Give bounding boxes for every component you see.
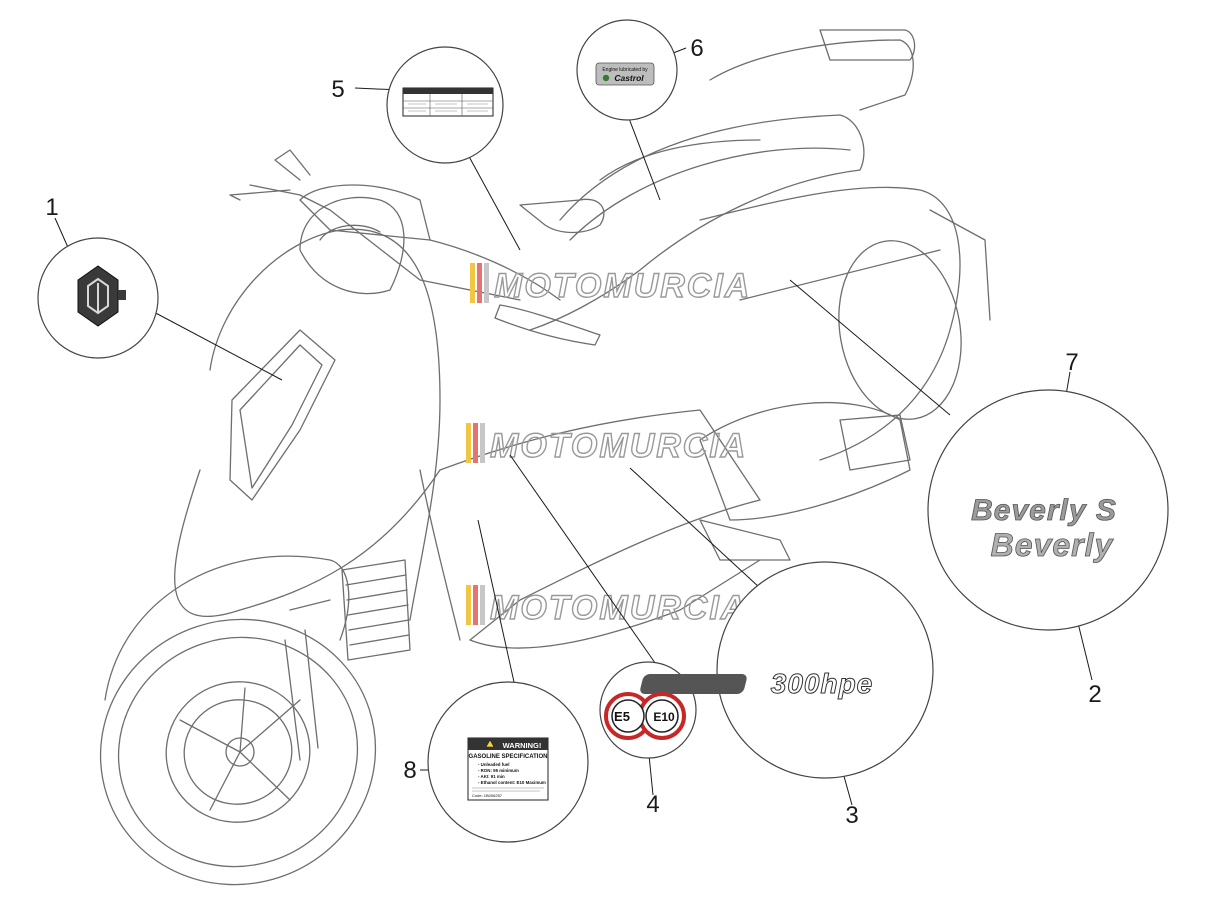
detail-circle-3 — [716, 561, 934, 779]
warning-line: - RON: 95 minimum — [478, 768, 519, 773]
callout-numbers: 1 2 3 4 5 6 7 8 — [45, 35, 1101, 829]
watermark-logo: MOTOMURCIA — [470, 263, 751, 306]
fuel-e10: E10 — [653, 710, 675, 724]
watermark-text: MOTOMURCIA — [490, 427, 747, 465]
detail-circle-7 — [927, 389, 1169, 631]
callout-7: 7 — [1065, 349, 1078, 376]
warning-line: - Ethanol content: E10 Maximum — [478, 780, 546, 785]
emblem-decal — [77, 265, 126, 327]
callout-8: 8 — [403, 757, 416, 784]
callout-3: 3 — [845, 802, 858, 829]
fuel-compat-label: E5 E10 — [604, 692, 686, 740]
callout-6: 6 — [690, 35, 703, 62]
fuel-e5: E5 — [614, 709, 630, 724]
callout-2: 2 — [1088, 681, 1101, 708]
warning-heading: GASOLINE SPECIFICATION — [469, 754, 548, 760]
power-logo: 300hpe — [640, 668, 874, 700]
watermark-logo: MOTOMURCIA — [466, 423, 747, 466]
warning-code: Code: 1B006257 — [472, 793, 503, 798]
watermark-layer: MOTOMURCIA MOTOMURCIA MOTOMURCIA — [466, 263, 751, 628]
lubricant-line1: Engine lubricated by — [602, 67, 648, 73]
scooter-drawing — [99, 29, 991, 886]
beverly-logo: Beverly — [991, 527, 1115, 563]
callout-5: 5 — [331, 76, 344, 103]
beverly-s-logo: Beverly S — [971, 494, 1117, 527]
warning-title: WARNING! — [503, 741, 542, 750]
watermark-logo: MOTOMURCIA — [466, 585, 747, 628]
beverly-logos: Beverly S Beverly — [971, 494, 1117, 564]
lubricant-brand: Castrol — [614, 73, 644, 83]
power-text: 300hpe — [771, 668, 874, 699]
lubricant-label: Engine lubricated by Castrol — [595, 62, 655, 86]
callout-4: 4 — [646, 791, 659, 818]
callout-1: 1 — [45, 194, 58, 221]
warning-line: - Unleaded fuel — [478, 762, 509, 767]
watermark-text: MOTOMURCIA — [494, 267, 751, 305]
watermark-text: MOTOMURCIA — [490, 589, 747, 627]
fuel-warning-label: WARNING! GASOLINE SPECIFICATION - Unlead… — [467, 737, 549, 801]
warning-line: - AKI: 91 min — [478, 774, 505, 779]
tyre-pressure-label — [402, 87, 494, 117]
